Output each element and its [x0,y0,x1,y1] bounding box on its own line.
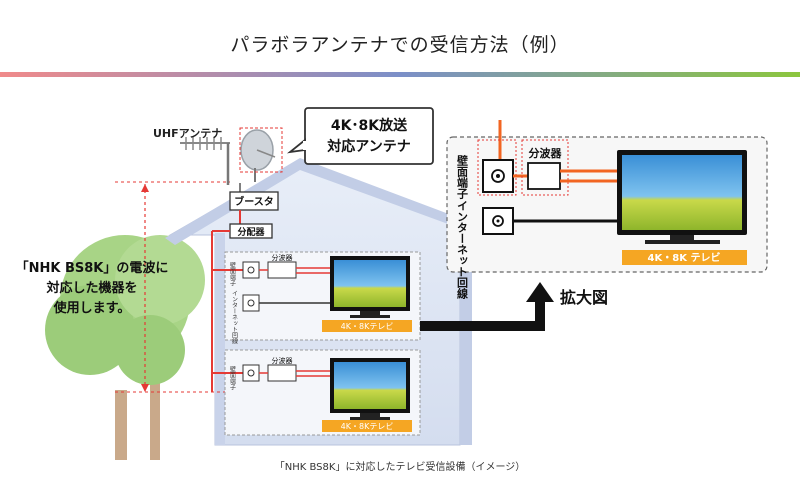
uhf-antenna-label: UHFアンテナ [153,127,222,140]
tv-label-lower: 4K・8Kテレビ [341,422,394,431]
tree [45,235,205,460]
uhf-antenna-icon [180,137,230,185]
zoom-internet-line-label: インターネット回線 [456,200,469,300]
antenna-note-line1: 4K･8K放送 [331,117,408,134]
wall-terminal-upper [242,261,260,279]
booster-box [229,191,279,211]
zoom-tv-label: 4K・8K テレビ [648,251,721,264]
wall-terminal-lower [242,364,260,382]
tv-upper-icon [330,256,410,318]
internet-line-label-upper: インターネット回線 [231,290,238,344]
tv-lower-icon [330,358,410,420]
tv-label-upper: 4K・8Kテレビ [341,322,394,331]
figure-caption: 「NHK BS8K」に対応したテレビ受信設備（イメージ） [274,462,526,473]
gradient-divider [0,72,800,77]
internet-terminal-upper [242,294,260,312]
splitter-label-upper: 分波器 [272,253,293,262]
wall-terminal-label-upper: 壁面端子 [229,261,236,286]
height-marker [115,181,230,393]
zoom-wall-terminal-label: 壁面端子 [456,154,469,200]
tv-label-lower-bg [322,420,412,432]
zoom-arrow-icon [420,282,554,331]
zoom-splitter-label: 分波器 [529,146,563,160]
splitter-label-lower: 分波器 [272,356,293,365]
parabola-antenna-icon [240,129,276,182]
booster-label: ブースタ [234,195,274,208]
antenna-highlight [239,127,283,173]
zoom-tv-icon [617,150,747,244]
wall-terminal-label-lower: 壁面端子 [229,365,236,390]
page-title: パラボラアンテナでの受信方法（例） [230,34,570,56]
antenna-note-line2: 対応アンテナ [326,138,410,155]
zoom-label: 拡大図 [560,288,608,307]
distributor-label: 分配器 [237,226,265,238]
splitter-upper [267,261,297,279]
zoom-tv-label-bg [622,250,747,265]
left-note-line1: 「NHK BS8K」の電波に [16,260,169,276]
zoom-splitter [527,162,561,190]
tv-label-upper-bg [322,320,412,332]
splitter-lower [267,364,297,382]
left-note-line2: 対応した機器を [45,280,137,296]
left-note-line3: 使用します。 [53,300,131,316]
antenna-callout [286,107,434,165]
